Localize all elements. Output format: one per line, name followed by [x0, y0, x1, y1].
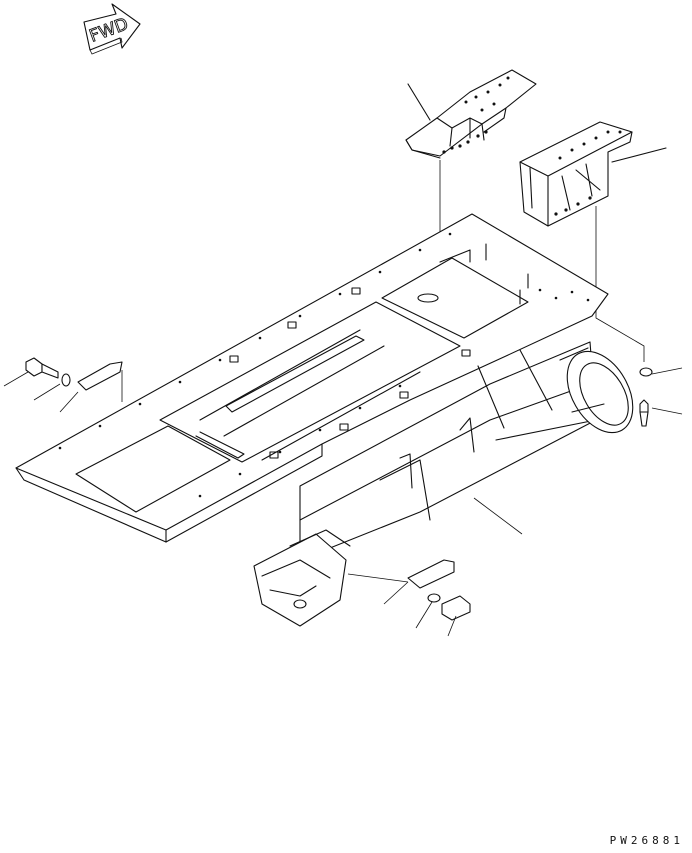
drawing-code: PW26881: [609, 834, 684, 847]
washer-left: [61, 373, 71, 387]
washer-right: [639, 367, 653, 377]
arrow-icon: [83, 3, 141, 51]
lower-fastener-set: [347, 559, 471, 637]
bolt-left: [25, 357, 59, 379]
track-frame-main: [15, 213, 634, 627]
forward-direction-badge: FWD: [83, 3, 141, 55]
bolt-right: [639, 399, 649, 427]
idler-housing: [559, 347, 634, 434]
right-fastener-set: [639, 367, 683, 427]
mount-bracket-rear: [519, 121, 667, 227]
washer-lower: [427, 593, 441, 603]
clip-lower: [407, 559, 455, 589]
clip-left: [77, 361, 123, 391]
front-yoke: [253, 529, 351, 627]
bolt-lower: [441, 595, 471, 621]
left-fastener-set: [3, 357, 123, 413]
mount-bracket-front: [405, 69, 537, 159]
